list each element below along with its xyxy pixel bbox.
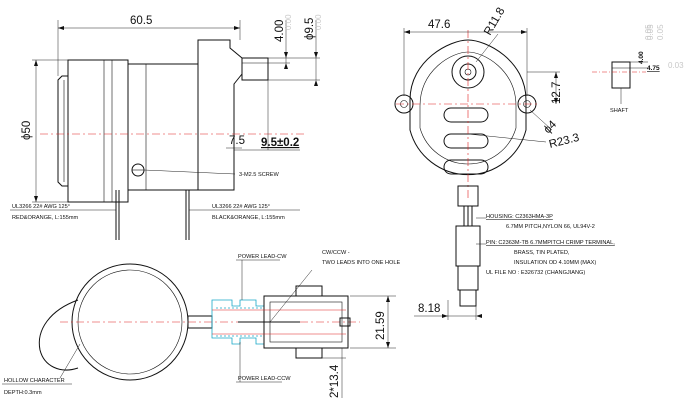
pin-desc-1: BRASS, TIN PLATED, — [514, 250, 570, 256]
slot-1 — [443, 107, 489, 123]
lead-left-spec: UL3266 22# AWG 125° — [12, 204, 70, 210]
motor-body — [67, 59, 129, 203]
bottom-ear — [38, 299, 79, 371]
shaft-detail-dim-b: 4.75 — [647, 65, 660, 72]
ghost-b: 0.00 — [314, 14, 323, 30]
dim-12-7-value: 12.7 — [551, 82, 563, 104]
dim-r23-3-value: R23.3 — [548, 132, 581, 151]
screw-leader — [143, 169, 236, 175]
dim-r11-8-leader — [475, 33, 499, 63]
dim-phi4-leader — [529, 109, 553, 131]
dim-offset-value: 4.00 — [274, 20, 286, 42]
two-leads-label: TWO LEADS INTO ONE HOLE — [322, 260, 400, 266]
dim-21-59-value: 21.59 — [375, 311, 387, 340]
lead-right-color: BLACK&ORANGE, L:155mm — [212, 215, 285, 221]
shaft-detail-dim-a: 4.00 — [638, 51, 645, 64]
dim-r11-8-value: R11.8 — [482, 6, 507, 38]
connector-latch — [339, 317, 351, 327]
ghost-e: 0.05 — [644, 24, 653, 40]
hollow-depth: DEPTH:0.3mm — [4, 390, 42, 396]
hollow-label: HOLLOW CHARACTER — [4, 378, 65, 384]
side-view: 3-M2.5 SCREW UL3266 22# AWG 125° RED&ORA… — [10, 14, 323, 240]
ul-file: UL FILE NO : E326732 (CHANGJIANG) — [486, 270, 585, 276]
housing-top — [455, 225, 481, 267]
housing-bottom — [459, 289, 477, 307]
rear-cap-outline — [57, 75, 69, 187]
common-leader — [269, 269, 313, 323]
dim-pitch-value: 2*13.4 — [329, 364, 341, 398]
connector-top-tab — [295, 285, 323, 297]
dim-47-6-value: 47.6 — [428, 19, 450, 31]
dim-shaft-arrows — [284, 52, 318, 86]
ccw-label: POWER LEAD-CCW — [238, 376, 291, 382]
housing-desc: 6.7MM PITCH,NYLON 66, UL94V-2 — [506, 224, 595, 230]
slot-3 — [443, 159, 489, 175]
cwccw-label: CW/CCW - — [322, 250, 350, 256]
ghost-c: 0.05 — [646, 24, 655, 40]
shaft-detail-body — [611, 61, 631, 89]
hollow-leader — [59, 343, 81, 379]
ghost-d: 0.05 — [656, 24, 665, 40]
shaft-hub — [451, 55, 485, 89]
dim-7-5-value: 7.5 — [229, 135, 245, 147]
ghost-f: 0.03 — [668, 61, 684, 70]
dim-r23-3-leader — [467, 133, 547, 143]
lead-right-spec: UL3266 22# AWG 125° — [212, 204, 270, 210]
pin-desc-2: INSULATION OD 4.10MM (MAX) — [514, 260, 596, 266]
dim-width-value: 60.5 — [130, 15, 152, 27]
shaft-detail: 4.00 4.75 SHAFT 0.05 0.03 — [592, 24, 684, 114]
dim-dia-value: ϕ50 — [21, 121, 33, 140]
front-inner-outline — [419, 51, 517, 165]
lead-left-color: RED&ORANGE, L:155mm — [12, 215, 79, 221]
dim-phi4-value: ϕ4 — [542, 118, 560, 136]
dim-9-5-value: 9.5±0.2 — [261, 137, 299, 149]
output-shaft — [241, 57, 269, 81]
bottom-view: POWER LEAD-CW CW/CCW - TWO LEADS INTO ON… — [2, 250, 482, 398]
shaft-detail-label: SHAFT — [610, 108, 629, 114]
slot-2 — [443, 133, 489, 149]
ghost-a: 0.00 — [284, 14, 293, 30]
dim-21-59-arrows — [386, 296, 390, 348]
connector-bot-tab — [295, 347, 323, 359]
housing-label: HOUSING: C2363HMA-3P — [486, 214, 553, 220]
spec-block: HOUSING: C2363HMA-3P 6.7MM PITCH,NYLON 6… — [476, 214, 615, 276]
screw-label: 3-M2.5 SCREW — [239, 172, 280, 178]
dim-shaftdia-value: ϕ9.5 — [304, 18, 316, 40]
dim-8-18-value: 8.18 — [418, 303, 440, 315]
front-outline — [409, 39, 527, 176]
output-boss — [197, 39, 243, 191]
gearbox-housing — [127, 63, 199, 191]
housing-mid — [457, 265, 479, 291]
pin-label: PIN: C2363M-TB 6.7MMPITCH CRIMP TERMINAL… — [486, 240, 615, 246]
cw-label: POWER LEAD-CW — [238, 254, 287, 260]
